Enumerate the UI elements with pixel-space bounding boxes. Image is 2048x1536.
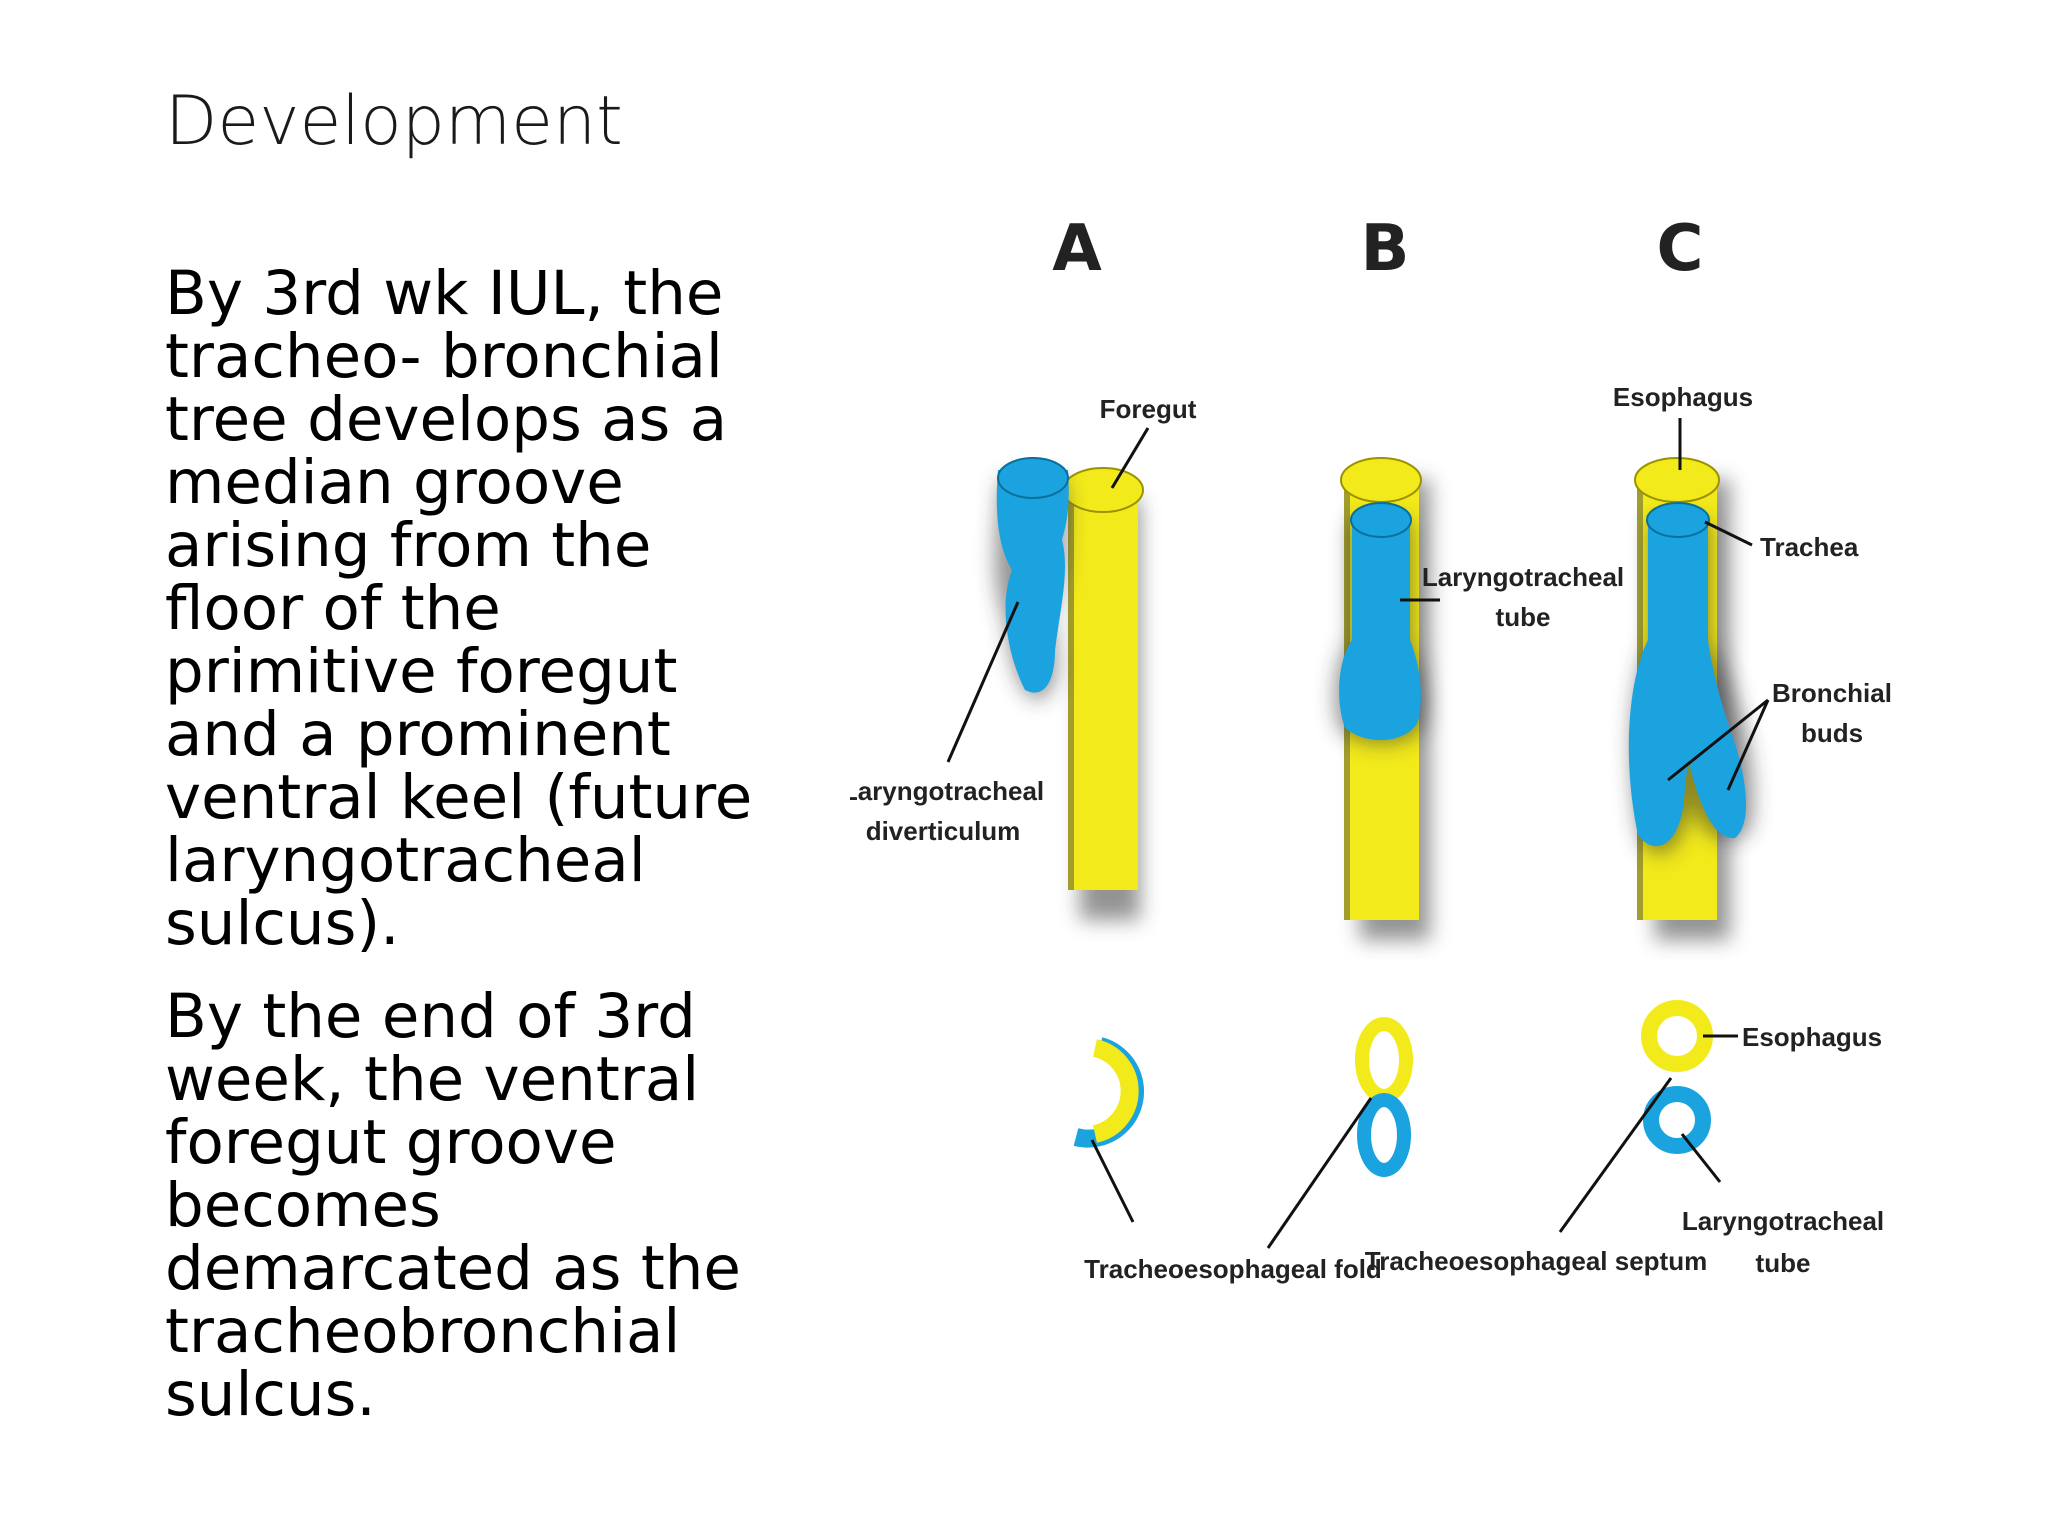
p1-line: median groove bbox=[165, 447, 624, 518]
p1-line: ventral keel (future bbox=[165, 762, 753, 833]
p1-line: arising from the bbox=[165, 510, 652, 581]
p1-line: primitive foregut bbox=[165, 636, 678, 707]
panel-b-illustration bbox=[1334, 457, 1430, 940]
p1-line: floor of the bbox=[165, 573, 501, 644]
leader-line bbox=[1680, 1133, 1722, 1183]
label-trachea: Trachea bbox=[1760, 532, 1859, 562]
label-laryngotracheal-tube-b-line1: Laryngotracheal bbox=[1422, 562, 1624, 592]
cross-section-b bbox=[1355, 1017, 1413, 1177]
paragraph-2: By the end of 3rd week, the ventral fore… bbox=[165, 985, 805, 1426]
cross-yellow-ring bbox=[1355, 1017, 1413, 1103]
label-esophagus-top: Esophagus bbox=[1613, 382, 1753, 412]
cross-blue-ring bbox=[1643, 1086, 1711, 1154]
leader-lines bbox=[946, 418, 1770, 1249]
p2-line: sulcus. bbox=[165, 1359, 376, 1430]
label-laryngotracheal-tube-c-line1: Laryngotracheal bbox=[1682, 1206, 1884, 1236]
laryngotracheal-diverticulum-shape bbox=[996, 470, 1069, 693]
figure-svg: A B C bbox=[850, 212, 1892, 1284]
label-laryngotracheal-tube-c-line2: tube bbox=[1756, 1248, 1811, 1278]
p2-line: demarcated as the bbox=[165, 1233, 741, 1304]
laryngotracheal-tube-shape bbox=[1339, 520, 1421, 741]
trachea-top bbox=[1646, 502, 1710, 538]
p2-line: tracheobronchial bbox=[165, 1296, 681, 1367]
p1-line: sulcus). bbox=[165, 888, 400, 959]
p2-line: By the end of 3rd bbox=[165, 981, 696, 1052]
foregut-top bbox=[1062, 467, 1144, 513]
cross-yellow-arc bbox=[1092, 1039, 1139, 1143]
panel-letter-c: C bbox=[1657, 212, 1704, 286]
label-diverticulum-line2: diverticulum bbox=[866, 816, 1021, 846]
label-tracheoesophageal-septum: Tracheoesophageal septum bbox=[1365, 1246, 1707, 1276]
label-bronchial-buds-line2: buds bbox=[1801, 718, 1863, 748]
leader-line bbox=[1110, 427, 1150, 489]
p1-line: and a prominent bbox=[165, 699, 671, 770]
panel-c-illustration bbox=[1628, 457, 1754, 940]
leader-line bbox=[1667, 698, 1769, 782]
trachea-bronchial-buds-shape bbox=[1628, 520, 1747, 847]
p2-line: becomes bbox=[165, 1170, 441, 1241]
p1-line: By 3rd wk IUL, the bbox=[165, 258, 724, 329]
leader-line bbox=[1266, 1097, 1373, 1249]
p2-line: week, the ventral bbox=[165, 1044, 700, 1115]
panel-a-illustration bbox=[995, 457, 1144, 920]
esophagus-top bbox=[1634, 457, 1720, 503]
leader-line bbox=[946, 601, 1020, 763]
label-bronchial-buds-line1: Bronchial bbox=[1772, 678, 1892, 708]
label-laryngotracheal-tube-b-line2: tube bbox=[1496, 602, 1551, 632]
slide-title: Development bbox=[165, 82, 623, 161]
foregut-tube bbox=[1068, 490, 1138, 890]
tube-edge bbox=[1068, 490, 1074, 890]
p1-line: tree develops as a bbox=[165, 384, 728, 455]
paragraph-1: By 3rd wk IUL, the tracheo- bronchial tr… bbox=[165, 262, 805, 955]
label-foregut: Foregut bbox=[1100, 394, 1197, 424]
label-esophagus-bottom: Esophagus bbox=[1742, 1022, 1882, 1052]
cross-blue-ring bbox=[1357, 1093, 1411, 1177]
panel-letter-a: A bbox=[1052, 212, 1102, 286]
foregut-top bbox=[1340, 457, 1422, 503]
cross-section-a bbox=[1073, 1037, 1145, 1148]
leader-line bbox=[1090, 1139, 1135, 1223]
tube-top bbox=[1350, 502, 1412, 538]
p1-line: laryngotracheal bbox=[165, 825, 646, 896]
p1-line: tracheo- bronchial bbox=[165, 321, 723, 392]
cross-yellow-ring bbox=[1641, 1000, 1713, 1072]
label-tracheoesophageal-fold: Tracheoesophageal fold bbox=[1084, 1254, 1382, 1284]
diverticulum-top bbox=[997, 457, 1069, 499]
embryology-figure: A B C bbox=[850, 200, 1900, 1320]
panel-letter-b: B bbox=[1361, 212, 1410, 286]
leader-line bbox=[1558, 1077, 1673, 1233]
leader-line bbox=[1704, 520, 1753, 547]
leader-line bbox=[1726, 699, 1770, 791]
cross-section-c bbox=[1641, 1000, 1713, 1154]
p2-line: foregut groove bbox=[165, 1107, 617, 1178]
slide-body: By 3rd wk IUL, the tracheo- bronchial tr… bbox=[165, 262, 805, 1426]
label-diverticulum-line1: Laryngotracheal bbox=[850, 776, 1044, 806]
